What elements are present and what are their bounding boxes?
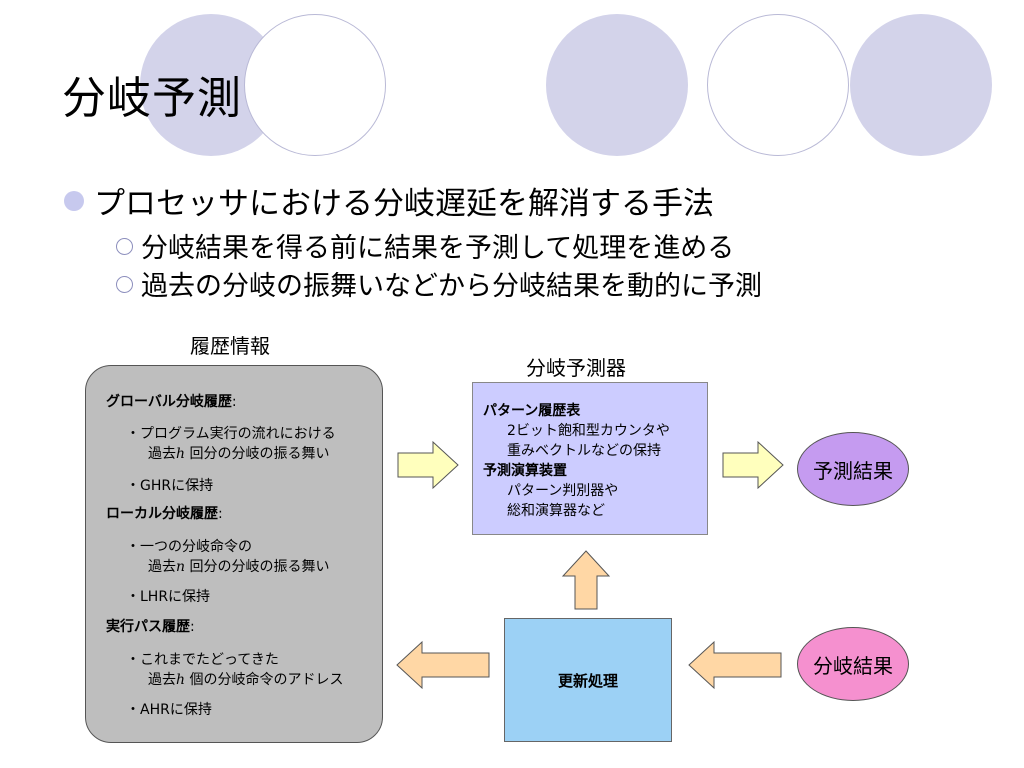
path-history-item-1a: ・これまでたどってきた [126, 652, 279, 668]
arrow-update-to-predictor [561, 550, 611, 610]
local-history-item-1b: 過去n 回分の分岐の振る舞い [148, 559, 330, 575]
local-history-heading: ローカル分岐履歴: [106, 506, 223, 522]
decor-ring-2 [707, 14, 849, 156]
bullet-sub-2-text: 過去の分岐の振舞いなどから分岐結果を動的に予測 [141, 271, 762, 302]
history-title: 履歴情報 [190, 334, 270, 358]
pattern-table-line-2: 重みベクトルなどの保持 [507, 443, 661, 459]
decor-ring-1 [244, 14, 386, 156]
bullet-circle-icon [116, 276, 133, 293]
decor-circle-3 [850, 14, 992, 156]
predictor-box: パターン履歴表 2ビット飽和型カウンタや 重みベクトルなどの保持 予測演算装置 … [472, 382, 708, 535]
arrow-history-to-predictor [397, 440, 459, 490]
bullet-sub-2: 過去の分岐の振舞いなどから分岐結果を動的に予測 [116, 264, 762, 303]
pattern-table-heading: パターン履歴表 [483, 403, 581, 419]
prediction-result-oval: 予測結果 [797, 432, 909, 506]
path-history-item-1b: 過去h 個の分岐命令のアドレス [148, 672, 344, 688]
branch-result-oval: 分岐結果 [797, 627, 909, 701]
bullet-circle-icon [116, 238, 133, 255]
bullet-dot-icon [64, 191, 84, 211]
bullet-sub-1: 分岐結果を得る前に結果を予測して処理を進める [116, 226, 734, 265]
prediction-result-label: 予測結果 [813, 458, 893, 483]
local-history-item-2: ・LHRに保持 [126, 589, 211, 605]
arrow-update-to-history [396, 640, 490, 690]
path-history-heading: 実行パス履歴: [106, 619, 195, 635]
update-label: 更新処理 [557, 671, 618, 690]
decor-circle-2 [546, 14, 688, 156]
history-box: グローバル分岐履歴: ・プログラム実行の流れにおける 過去h 回分の分岐の振る舞… [85, 365, 383, 743]
prediction-unit-heading: 予測演算装置 [483, 463, 567, 479]
bullet-main-text: プロセッサにおける分岐遅延を解消する手法 [94, 186, 714, 222]
arrow-branch-to-update [688, 640, 782, 690]
predictor-title: 分岐予測器 [526, 356, 626, 380]
global-history-item-2: ・GHRに保持 [126, 478, 214, 494]
local-history-item-1a: ・一つの分岐命令の [126, 539, 252, 555]
bullet-sub-1-text: 分岐結果を得る前に結果を予測して処理を進める [141, 233, 735, 264]
prediction-unit-line-2: 総和演算器など [507, 503, 605, 519]
arrow-predictor-to-result [722, 440, 784, 490]
global-history-item-1b: 過去h 回分の分岐の振る舞い [148, 446, 330, 462]
pattern-table-line-1: 2ビット飽和型カウンタや [507, 423, 670, 439]
bullet-main: プロセッサにおける分岐遅延を解消する手法 [64, 178, 714, 223]
update-box: 更新処理 [504, 618, 672, 742]
global-history-item-1a: ・プログラム実行の流れにおける [126, 426, 336, 442]
slide-title: 分岐予測 [62, 73, 242, 124]
prediction-unit-line-1: パターン判別器や [507, 483, 619, 499]
branch-result-label: 分岐結果 [813, 653, 893, 678]
path-history-item-2: ・AHRに保持 [126, 702, 212, 718]
global-history-heading: グローバル分岐履歴: [106, 394, 237, 410]
